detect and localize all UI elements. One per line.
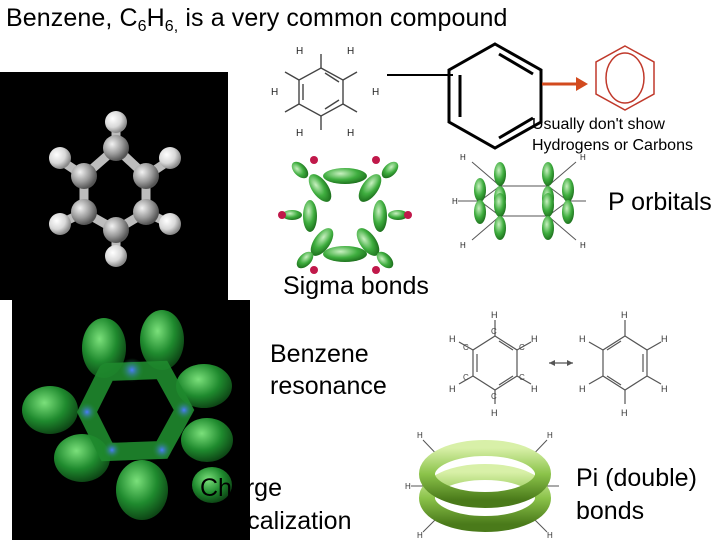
h-label: H [547,431,553,440]
pi-bond-torus-image: H H H H H [405,431,559,540]
benzene-resonance-structures: H H H H H H H H H H H H C C C C C C [449,310,668,418]
c-label: C [491,327,497,336]
c-label: C [491,392,497,401]
c-label: C [519,343,525,352]
h-label: H [621,310,628,320]
p-orbitals-image: H H H H H [452,153,586,250]
h-label: H [580,153,586,162]
sigma-bond-orbitals-image [278,156,412,274]
h-label: H [449,334,456,344]
h-label: H [579,334,586,344]
benzene-kekule-hexagon [447,42,543,150]
h-label: H [372,87,379,98]
benzene-skeletal-structure: H H H H H H [271,46,379,139]
h-label: H [580,241,586,250]
p-orbitals-caption: P orbitals [608,188,712,216]
h-label: H [661,384,668,394]
h-label: H [531,384,538,394]
h-label: H [661,334,668,344]
resonance-caption-line-1: Benzene [270,340,369,368]
c-label: C [463,373,469,382]
benzene-circle-hexagon [595,45,655,111]
h-label: H [547,531,553,540]
pi-caption-line-1: Pi (double) [576,464,697,492]
h-label: H [452,197,458,206]
note-line-2: Hydrogens or Carbons [532,137,693,154]
h-label: H [491,310,498,320]
note-line-1: Usually don't show [532,116,665,133]
resonance-caption-line-2: resonance [270,372,387,400]
c-label: C [463,343,469,352]
arrow-right-icon [387,74,453,76]
red-arrow-icon [542,77,588,91]
h-label: H [417,531,423,540]
h-label: H [271,87,278,98]
h-label: H [460,153,466,162]
h-label: H [405,482,411,491]
h-label: H [491,408,498,418]
h-label: H [347,46,354,57]
charge-caption-line-1: Charge [200,474,282,502]
h-label: H [347,128,354,139]
pi-caption-line-2: bonds [576,497,645,525]
h-label: H [449,384,456,394]
charge-caption-line-2: delocalization [200,507,352,535]
h-label: H [296,128,303,139]
h-label: H [531,334,538,344]
slide-title: Benzene, C6H6, is a very common compound [6,4,508,35]
h-label: H [417,431,423,440]
ball-stick-model-image [0,72,228,300]
charge-delocalization-image [12,300,250,540]
h-label: H [460,241,466,250]
h-label: H [296,46,303,57]
h-label: H [579,384,586,394]
h-label: H [621,408,628,418]
c-label: C [519,373,525,382]
sigma-bonds-caption: Sigma bonds [283,272,429,300]
